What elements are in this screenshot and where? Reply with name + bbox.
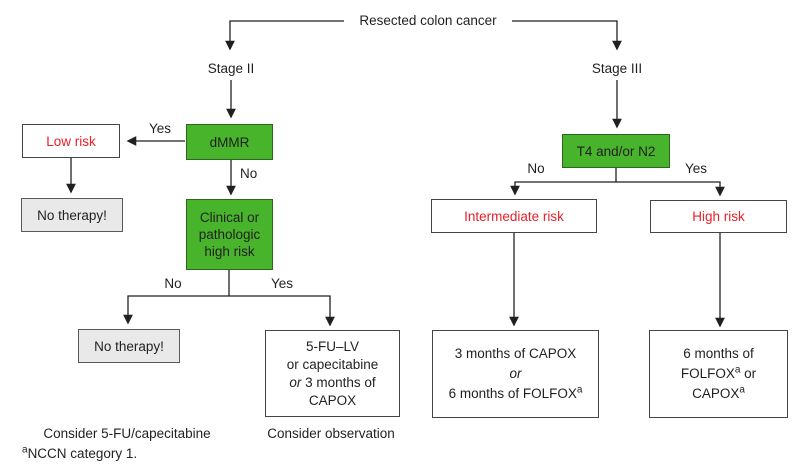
arrow-t4-yes bbox=[616, 181, 725, 197]
t4-no-label: No bbox=[527, 161, 545, 176]
folfox-box-line-2b-text: or bbox=[740, 366, 757, 381]
clinical-no-label: No bbox=[164, 276, 182, 291]
clinical-line-3: high risk bbox=[204, 244, 255, 259]
fu-box-line-3: or 3 months of bbox=[289, 374, 375, 392]
folfox-box-line-2: FOLFOXa or bbox=[681, 364, 756, 384]
fu-box-line-3-rest: 3 months of bbox=[301, 374, 376, 390]
dmmr-no-label: No bbox=[240, 166, 258, 181]
fu-capecitabine-capox-box: 5-FU–LV or capecitabine or 3 months of C… bbox=[265, 330, 400, 417]
no-therapy-label-1: No therapy! bbox=[37, 207, 107, 223]
clinical-line-1: Clinical or bbox=[199, 210, 260, 225]
intermediate-risk-box: Intermediate risk bbox=[431, 199, 597, 233]
footnote: aNCCN category 1. bbox=[22, 444, 138, 461]
stage2-label: Stage II bbox=[207, 61, 255, 76]
capox-box-line-3-text: 6 months of FOLFOX bbox=[448, 386, 577, 401]
dmmr-box-label: dMMR bbox=[209, 134, 250, 150]
no-therapy-box-1: No therapy! bbox=[21, 198, 123, 232]
capox-folfox-3mo-box: 3 months of CAPOX or 6 months of FOLFOXa bbox=[432, 330, 599, 418]
fu-box-line-2: or capecitabine bbox=[286, 356, 379, 372]
fu-box-or-italic: or bbox=[289, 374, 302, 390]
intermediate-risk-label: Intermediate risk bbox=[464, 208, 564, 224]
consider-5fu-note: Consider 5-FU/capecitabine bbox=[43, 426, 211, 441]
footnote-text: NCCN category 1. bbox=[27, 446, 138, 461]
low-risk-label: Low risk bbox=[46, 133, 96, 149]
folfox-box-line-2-text: FOLFOX bbox=[680, 366, 735, 381]
arrow-root-to-stage2 bbox=[225, 20, 344, 51]
folfox-capox-6mo-box: 6 months of FOLFOXa or CAPOXa bbox=[649, 330, 788, 418]
clinical-yes-label: Yes bbox=[270, 276, 294, 291]
t4-n2-box: T4 and/or N2 bbox=[562, 134, 670, 168]
footnote-marker: a bbox=[22, 444, 28, 456]
consider-observation-note: Consider observation bbox=[267, 426, 395, 441]
capox-box-line-3: 6 months of FOLFOXa bbox=[449, 384, 583, 404]
stage3-label: Stage III bbox=[591, 61, 643, 76]
folfox-box-line-1: 6 months of bbox=[683, 346, 754, 361]
dmmr-box: dMMR bbox=[186, 124, 273, 160]
no-therapy-box-2: No therapy! bbox=[78, 329, 180, 363]
no-therapy-label-2: No therapy! bbox=[94, 338, 164, 354]
t4-n2-label: T4 and/or N2 bbox=[576, 143, 656, 159]
arrow-clinical-yes bbox=[229, 295, 335, 327]
fu-box-line-4: CAPOX bbox=[308, 392, 357, 408]
dmmr-yes-label: Yes bbox=[148, 121, 172, 136]
high-risk-label: High risk bbox=[692, 209, 745, 224]
high-risk-box: High risk bbox=[650, 200, 787, 233]
t4-yes-label: Yes bbox=[684, 161, 708, 176]
root-label: Resected colon cancer bbox=[359, 13, 497, 28]
capox-box-line-1: 3 months of CAPOX bbox=[454, 346, 577, 361]
capox-box-footnote-marker: a bbox=[576, 384, 583, 396]
folfox-box-line-3: CAPOXa bbox=[692, 384, 745, 404]
arrow-root-to-stage3 bbox=[512, 20, 622, 51]
clinical-line-2: pathologic bbox=[198, 227, 261, 242]
arrow-clinical-no bbox=[123, 295, 229, 325]
clinical-high-risk-box: Clinical or pathologic high risk bbox=[186, 199, 273, 270]
folfox-box-footnote-marker-2: a bbox=[739, 384, 745, 396]
low-risk-box: Low risk bbox=[22, 124, 120, 158]
arrow-t4-no bbox=[510, 181, 616, 196]
folfox-box-footnote-marker-1: a bbox=[734, 364, 741, 376]
fu-box-line-1: 5-FU–LV bbox=[305, 338, 360, 354]
folfox-box-line-3-text: CAPOX bbox=[692, 386, 740, 401]
capox-box-or-italic: or bbox=[509, 366, 522, 381]
